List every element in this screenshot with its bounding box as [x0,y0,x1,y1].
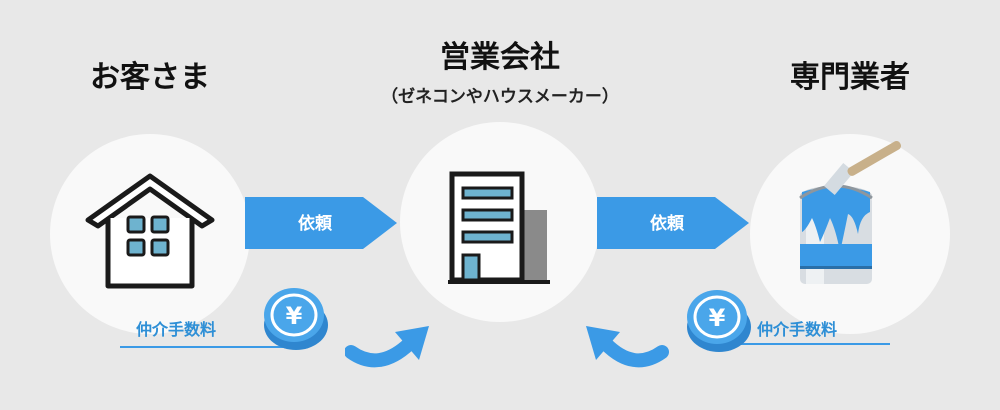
customer-title: お客さま [90,60,210,95]
coin-symbol-right: ¥ [709,304,726,332]
contractor-node [750,134,950,334]
coin-symbol-left: ¥ [286,302,303,330]
paint-can-icon [799,141,902,284]
request-arrow-left [245,197,397,249]
office-building-icon [448,171,550,284]
company-subtitle: （ゼネコンやハウスメーカー） [381,87,619,107]
fee-label-left: 仲介手数料 [136,320,217,339]
fee-underline-right [706,343,890,345]
customer-node [50,134,250,334]
yen-coin-icon: ¥ [687,290,751,352]
company-title: 営業会社 [440,40,560,75]
curved-arrow-right-icon [586,326,669,368]
yen-coin-icon: ¥ [264,288,328,350]
curved-arrow-left-icon [345,326,429,368]
contractor-title: 専門業者 [790,60,910,95]
fee-label-right: 仲介手数料 [757,320,838,339]
company-node [400,122,600,322]
house-icon [85,173,215,289]
request-arrow-right [597,197,749,249]
request-label-right: 依頼 [650,214,684,234]
request-label-left: 依頼 [298,214,332,234]
fee-underline-left [120,346,290,348]
